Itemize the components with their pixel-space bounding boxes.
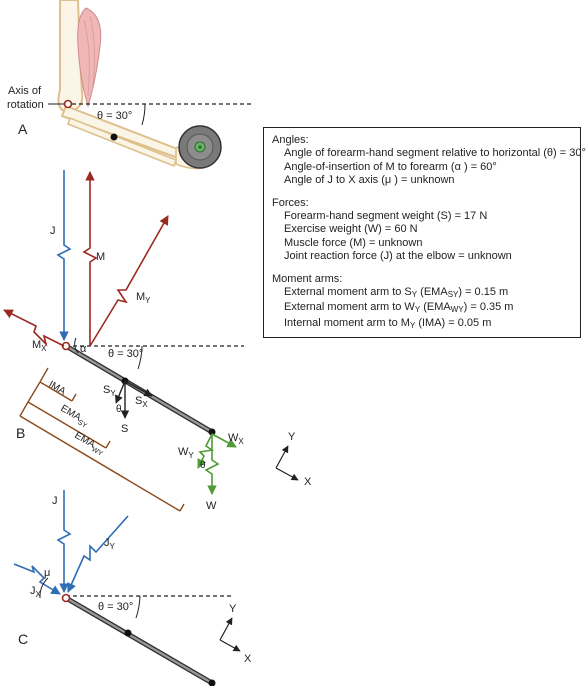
axis-x-label: X bbox=[304, 476, 312, 488]
sx-label: SX bbox=[135, 395, 148, 409]
force-sx-arrow bbox=[124, 380, 153, 397]
sy-label: SY bbox=[103, 384, 116, 398]
force-j-item: Joint reaction force (J) at the elbow = … bbox=[284, 250, 512, 263]
ima-label: IMA bbox=[47, 379, 68, 398]
ema-wy-moment-arm: EMAWY bbox=[19, 401, 185, 512]
panel-c-label: C bbox=[18, 631, 28, 647]
wy-label: WY bbox=[178, 446, 194, 460]
moment-arm-s-item: External moment arm to SY (EMASY) = 0.15… bbox=[284, 286, 509, 300]
axis-of-rotation-marker bbox=[63, 99, 73, 109]
panel-a-label: A bbox=[18, 121, 28, 137]
angle-alpha-item: Angle-of-insertion of M to forearm (α ) … bbox=[284, 160, 497, 173]
w-theta-label: θ bbox=[200, 460, 206, 471]
panel-b: θ = 30° J M MY MX α S SY SX θ IMA bbox=[3, 170, 244, 512]
j-label-c: J bbox=[52, 495, 58, 507]
force-j-arrow-c bbox=[56, 490, 72, 593]
panel-b-label: B bbox=[16, 425, 25, 441]
moment-arm-w-item: External moment arm to WY (EMAWY) = 0.35… bbox=[284, 301, 514, 315]
angle-mu-item: Angle of J to X axis (μ ) = unknown bbox=[284, 174, 455, 187]
axis-y-label: Y bbox=[288, 431, 296, 443]
panel-c-angle-label: θ = 30° bbox=[98, 601, 133, 613]
force-j-arrow bbox=[56, 170, 72, 341]
axis-label-line2: rotation bbox=[7, 99, 44, 111]
force-w-arrow bbox=[204, 434, 220, 495]
s-theta-label: θ bbox=[116, 404, 122, 415]
force-j-label: J bbox=[50, 225, 56, 237]
angle-theta-item: Angle of forearm-hand segment relative t… bbox=[284, 147, 586, 160]
elbow-joint-c bbox=[61, 593, 71, 603]
ema-sy-moment-arm: EMASY bbox=[27, 381, 111, 449]
moment-arm-m-item: Internal moment arm to MY (IMA) = 0.05 m bbox=[284, 316, 492, 330]
alpha-label: α bbox=[80, 343, 87, 355]
axis-y-label-c: Y bbox=[229, 603, 237, 615]
force-m-item: Muscle force (M) = unknown bbox=[284, 236, 423, 249]
ima-moment-arm: IMA bbox=[39, 367, 77, 402]
axis-label-line1: Axis of bbox=[8, 85, 42, 97]
force-jy-arrow bbox=[67, 515, 129, 593]
force-wx-arrow bbox=[211, 433, 237, 448]
force-m-label: M bbox=[96, 251, 105, 263]
s-label: S bbox=[121, 423, 128, 435]
panel-a: Axis of rotation θ = 30° A bbox=[7, 0, 252, 170]
wx-label: WX bbox=[228, 432, 244, 446]
force-mx-label: MX bbox=[32, 339, 47, 353]
ema-wy-label: EMAWY bbox=[72, 430, 107, 458]
panel-c: θ = 30° J JY JX μ C bbox=[13, 490, 234, 686]
force-sy-arrow bbox=[114, 380, 126, 404]
force-my-label: MY bbox=[136, 291, 151, 305]
panel-a-angle-label: θ = 30° bbox=[97, 110, 132, 122]
axis-x-label-c: X bbox=[244, 653, 252, 665]
panel-b-angle-label: θ = 30° bbox=[108, 348, 143, 360]
axes-indicator-b: Y X bbox=[275, 431, 312, 488]
jx-label: JX bbox=[30, 585, 42, 599]
force-m-arrow bbox=[82, 171, 98, 346]
force-mx-arrow bbox=[3, 309, 65, 347]
force-w-item: Exercise weight (W) = 60 N bbox=[284, 223, 418, 236]
forearm-center-of-mass bbox=[110, 133, 118, 141]
given-values-box: Angles: Angle of forearm-hand segment re… bbox=[263, 127, 586, 338]
angles-title: Angles: bbox=[272, 134, 309, 146]
force-my-arrow bbox=[89, 215, 169, 347]
w-label: W bbox=[206, 500, 217, 512]
mu-label: μ bbox=[44, 567, 50, 579]
axes-indicator-c: Y X bbox=[219, 603, 252, 665]
jy-label: JY bbox=[104, 537, 116, 551]
force-s-item: Forearm-hand segment weight (S) = 17 N bbox=[284, 210, 488, 223]
force-wy-arrow bbox=[197, 433, 215, 469]
ema-sy-label: EMASY bbox=[58, 403, 92, 430]
weight-point bbox=[208, 428, 216, 436]
forces-title: Forces: bbox=[272, 196, 309, 209]
moment-arms-title: Moment arms: bbox=[272, 272, 343, 285]
